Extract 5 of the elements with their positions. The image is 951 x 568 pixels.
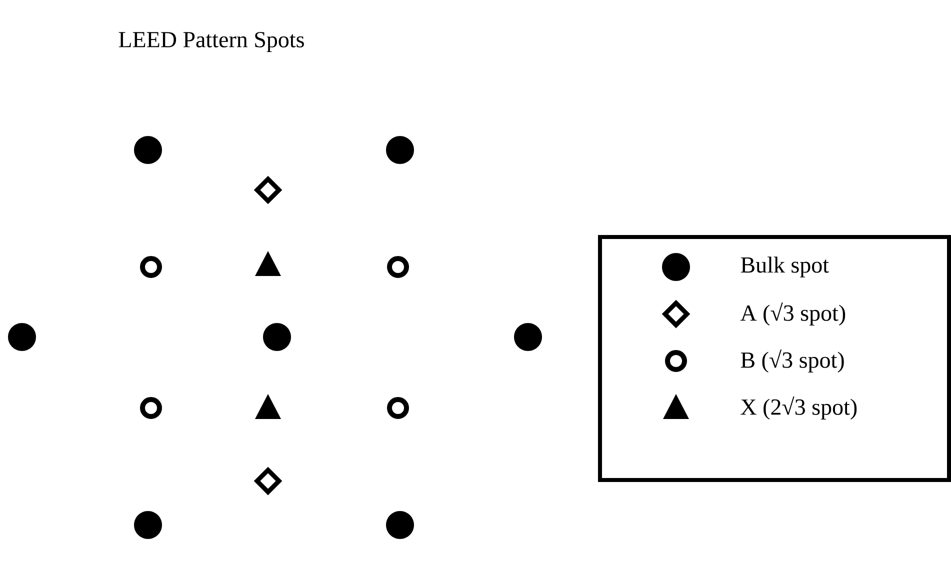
legend-label: B (√3 spot)	[740, 349, 844, 373]
legend-label: A (√3 spot)	[740, 302, 846, 326]
legend-label: Bulk spot	[740, 256, 829, 278]
title: LEED Pattern Spots	[118, 32, 304, 52]
legend-label: X (2√3 spot)	[740, 396, 857, 420]
